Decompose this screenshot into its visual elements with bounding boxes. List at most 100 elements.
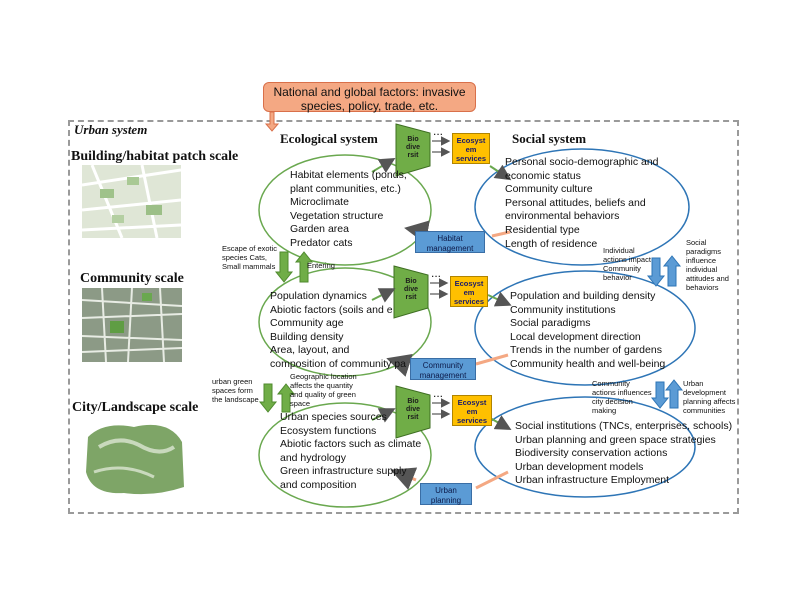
city-scale-label: City/Landscape scale [72,400,199,415]
social-system-header: Social system [512,131,587,146]
entering-note: Entering [307,261,335,270]
social-list-city: Social institutions (TNCs, enterprises, … [515,420,732,488]
eco-list-community: Population dynamics Abiotic factors (soi… [270,290,406,372]
ellipsis-1: ... [433,124,444,138]
social-item: Urban development models [515,460,644,473]
eco-item: Vegetation structure [290,209,384,222]
urban-planning-box: Urban planning [420,483,472,505]
eco-item: Building density [270,330,344,343]
eco-item: composition of community pa [270,357,406,370]
ellipsis-2: ... [431,266,442,280]
eco-item: Population dynamics [270,290,367,302]
social-item: environmental behaviors [505,210,620,223]
individual-actions-note: Individual actions impact Community beha… [603,246,651,282]
ecological-ellipse-city [258,402,432,508]
mgmt-to-eco-arrow-3 [390,467,418,490]
social-to-mgmt-arrow-1 [491,230,511,238]
social-list-building: Personal socio-demographic and economic … [505,156,659,251]
social-list-community: Population and building density Communit… [510,290,665,372]
social-item: Personal attitudes, beliefs and [505,196,646,209]
social-to-mgmt-arrow-2 [475,353,509,366]
urban-green-note: urban green spaces form the landscape [212,377,259,404]
green-up-arrow-1 [294,251,314,283]
ecosvc-to-social-arrow-3 [489,415,512,430]
green-down-arrow-1 [274,251,294,283]
social-item: Social paradigms [510,317,591,330]
eco-list-city: Urban species sources Ecosystem function… [280,411,421,493]
social-item: Length of residence [505,237,598,250]
community-map-image [82,288,182,362]
community-management-box: Community management [410,358,476,380]
habitat-management-box: Habitat management [415,231,485,253]
ecosystem-services-box-1: Ecosyst em services [452,133,490,164]
green-up-arrow-2 [276,383,296,413]
eco-item: Urban species sources [280,411,387,423]
eco-item: Abiotic factors (soils and e [270,303,393,316]
eco-item: and composition [280,478,357,491]
eco-item: Abiotic factors such as climate [280,438,422,451]
social-item: Biodiversity conservation actions [515,447,668,460]
blue-up-arrow-2 [664,379,684,409]
ecosystem-services-box-2: Ecosyst em services [450,276,488,307]
urban-system-title: Urban system [74,122,148,137]
ecological-ellipse-community [258,267,432,377]
community-actions-note: Community actions influences city decisi… [592,379,652,415]
social-ellipse-community [474,270,696,386]
ecological-ellipse-building [258,154,432,266]
social-item: Urban infrastructure Employment [515,474,670,487]
social-item: Social institutions (TNCs, enterprises, … [515,420,733,432]
social-ellipse-city [474,396,696,498]
ecosvc-to-social-arrow-1 [489,164,512,181]
eco-list-building: Habitat elements (ponds, plant communiti… [290,169,407,251]
social-item: Personal socio-demographic and [505,156,659,168]
eco-item: Garden area [290,223,349,236]
urban-system-frame [68,120,739,514]
geographic-location-note: Geographic location affects the quantity… [290,372,357,408]
biodiversity-shape-3 [395,385,431,439]
blue-up-arrow-1 [662,255,682,287]
social-item: Trends in the number of gardens [510,344,662,357]
urban-development-note: Urban development planning affects commu… [683,379,736,415]
eco-item: Area, layout, and [270,344,350,357]
social-item: Community institutions [510,303,616,316]
social-item: Urban planning and green space strategie… [515,433,716,446]
ecosvc-to-social-arrow-2 [487,291,512,307]
blue-down-arrow-1 [646,257,666,287]
eco-item: Green infrastructure supply [280,465,407,478]
national-global-factors-box: National and global factors: invasive sp… [263,82,476,113]
social-item: Population and building density [510,290,656,302]
biodiversity-shape-1 [395,123,431,177]
community-scale-label: Community scale [80,271,184,286]
building-map-image [82,165,181,238]
eco-to-bio-arrow-1 [371,157,396,174]
biodiversity-label-2: Bio dive rsit [403,278,418,301]
escape-exotic-note: Escape of exotic species Cats, Small mam… [222,244,278,271]
biodiversity-label-3: Bio dive rsit [405,398,420,421]
green-down-arrow-2 [258,383,278,413]
eco-item: Microclimate [290,196,349,209]
eco-to-bio-arrow-2 [371,288,396,303]
top-down-arrow [264,111,280,132]
ecosystem-services-box-3: Ecosyst em services [452,395,492,426]
city-map-image [84,417,186,497]
ecological-system-header: Ecological system [280,131,378,146]
social-item: Community culture [505,183,593,196]
biodiversity-label-1: Bio dive rsit [405,136,420,159]
eco-to-bio-arrow-3 [371,408,396,423]
social-item: Community health and well-being [510,357,666,370]
blue-down-arrow-2 [650,381,670,409]
social-paradigms-note: Social paradigms influence individual at… [686,238,729,292]
social-item: Local development direction [510,330,641,343]
mgmt-to-eco-arrow-2 [386,353,413,377]
eco-item: Community age [270,317,344,330]
eco-item: Ecosystem functions [280,424,377,437]
eco-item: plant communities, etc.) [290,182,401,195]
social-item: economic status [505,169,581,182]
eco-item: Habitat elements (ponds, [290,169,407,181]
social-ellipse-building [474,148,690,266]
eco-item: Predator cats [290,236,353,249]
eco-item: and hydrology [280,451,346,464]
ellipsis-3: ... [433,386,444,400]
social-item: Residential type [505,223,580,236]
